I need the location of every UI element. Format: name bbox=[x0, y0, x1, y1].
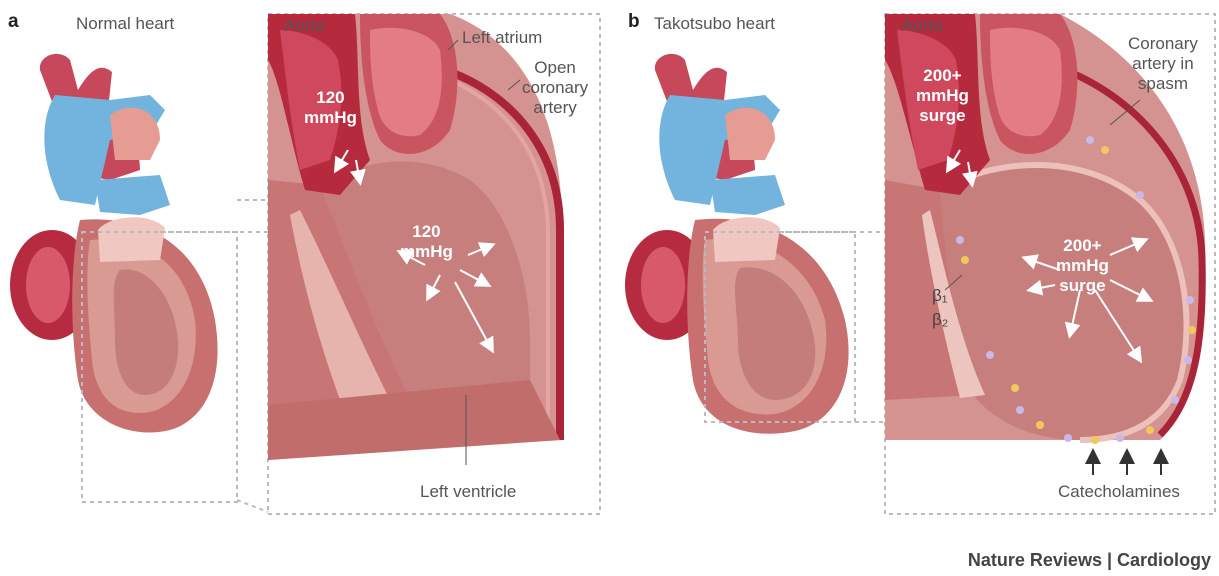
panel-b-title: Takotsubo heart bbox=[654, 14, 775, 34]
left-ventricle-label: Left ventricle bbox=[420, 482, 516, 502]
catecholamines-label: Catecholamines bbox=[1058, 482, 1180, 502]
beta2-label: β₂ bbox=[932, 310, 948, 330]
coronary-spasm-label: Coronary artery in spasm bbox=[1128, 34, 1198, 94]
beta1-label: β₁ bbox=[932, 286, 948, 306]
normal-heart-small bbox=[10, 54, 237, 502]
left-atrium-label: Left atrium bbox=[462, 28, 542, 48]
panel-a-title: Normal heart bbox=[76, 14, 174, 34]
aorta-label-a: Aorta bbox=[284, 16, 325, 36]
open-coronary-label: Open coronary artery bbox=[522, 58, 588, 118]
aortic-pressure-b: 200+ mmHg surge bbox=[916, 66, 969, 126]
panel-a-letter: a bbox=[8, 12, 19, 32]
aorta-label-b: Aorta bbox=[902, 16, 943, 36]
ventricular-pressure-a: 120 mmHg bbox=[400, 222, 453, 262]
aortic-pressure-a: 120 mmHg bbox=[304, 88, 357, 128]
panel-b-letter: b bbox=[628, 12, 640, 32]
journal-credit: Nature Reviews | Cardiology bbox=[968, 550, 1211, 571]
takotsubo-heart-small bbox=[625, 54, 855, 434]
ventricular-pressure-b: 200+ mmHg surge bbox=[1056, 236, 1109, 296]
catecholamine-arrows bbox=[1093, 452, 1161, 475]
